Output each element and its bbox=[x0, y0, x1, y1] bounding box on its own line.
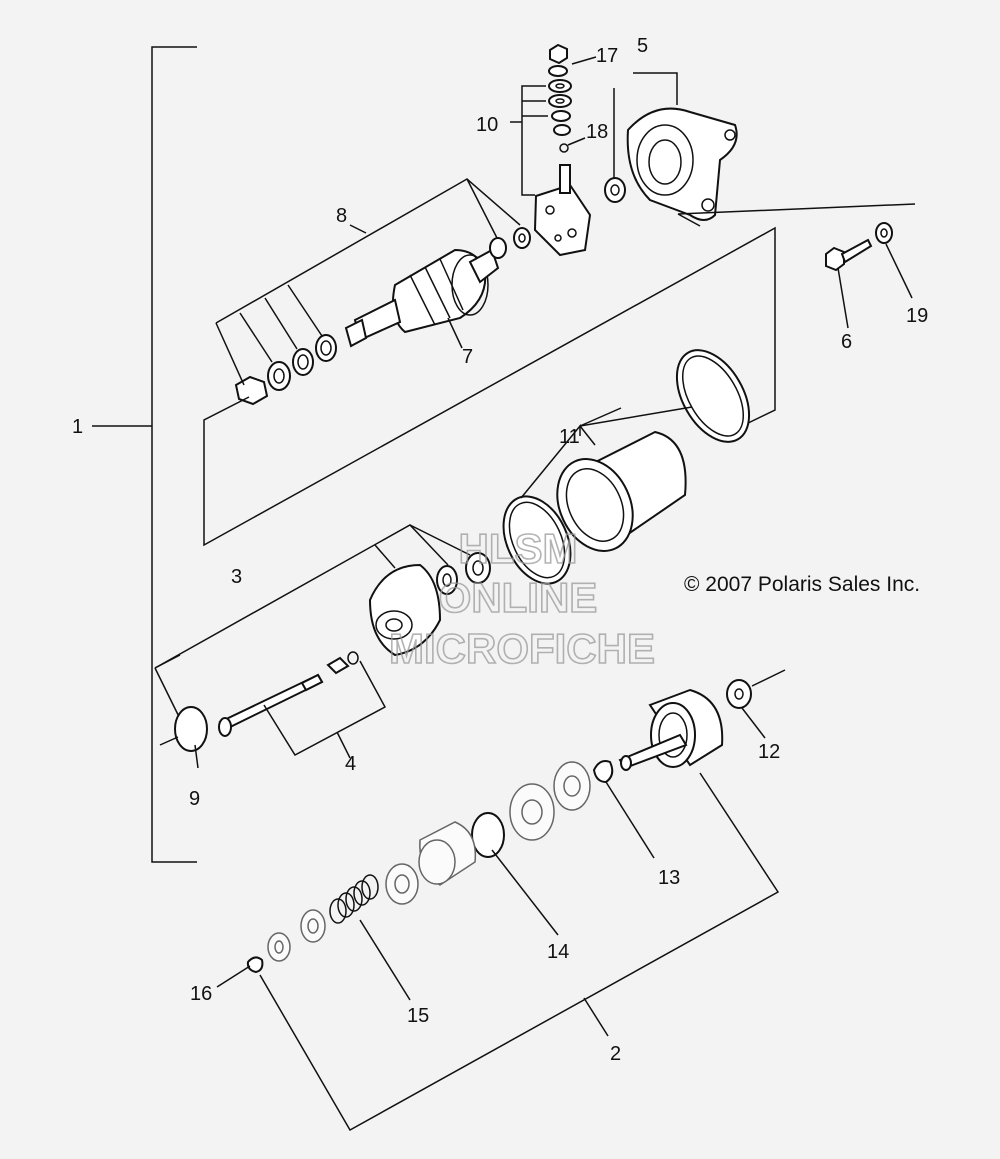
clutch-components bbox=[385, 761, 591, 936]
bracket-2 bbox=[259, 772, 780, 1132]
watermark: HLSM ONLINE MICROFICHE bbox=[388, 524, 656, 673]
callout-5: 5 bbox=[637, 35, 648, 57]
end-cover bbox=[154, 524, 491, 736]
callout-1: 1 bbox=[72, 416, 83, 438]
bolt-and-washer bbox=[825, 222, 913, 329]
watermark-line-2: ONLINE bbox=[439, 574, 598, 621]
callout-16: 16 bbox=[190, 983, 212, 1005]
callout-15: 15 bbox=[407, 1005, 429, 1027]
callout-12: 12 bbox=[758, 741, 780, 763]
pinion-shaft bbox=[592, 669, 786, 859]
armature-washers bbox=[215, 178, 531, 406]
spring bbox=[329, 874, 411, 1001]
through-bolt bbox=[159, 651, 387, 769]
end-housing bbox=[604, 72, 916, 227]
copyright-notice: © 2007 Polaris Sales Inc. bbox=[684, 573, 920, 596]
callout-11: 11 bbox=[559, 426, 580, 448]
callout-8: 8 bbox=[336, 205, 347, 227]
callout-4: 4 bbox=[345, 753, 356, 775]
assembly-bracket bbox=[92, 46, 197, 863]
callout-9: 9 bbox=[189, 788, 200, 810]
watermark-line-1: HLSM bbox=[459, 525, 578, 572]
callout-18: 18 bbox=[586, 121, 608, 143]
brush-plate bbox=[533, 164, 592, 257]
callout-17: 17 bbox=[596, 45, 618, 67]
yoke-housing bbox=[502, 349, 751, 585]
callout-6: 6 bbox=[841, 331, 852, 353]
callout-7: 7 bbox=[462, 346, 473, 368]
callout-14: 14 bbox=[547, 941, 569, 963]
spring-washers bbox=[216, 909, 326, 988]
callout-10: 10 bbox=[476, 114, 498, 136]
callout-2: 2 bbox=[610, 1043, 621, 1065]
armature bbox=[344, 248, 500, 349]
callout-3: 3 bbox=[231, 566, 242, 588]
watermark-line-3: MICROFICHE bbox=[389, 625, 655, 672]
callout-labels: 1 2 3 4 5 6 7 8 9 10 11 12 13 14 15 16 1… bbox=[72, 35, 928, 1065]
callout-13: 13 bbox=[658, 867, 680, 889]
callout-19: 19 bbox=[906, 305, 928, 327]
armature-group-loop bbox=[203, 226, 776, 547]
nut-washer-stack bbox=[510, 43, 597, 196]
